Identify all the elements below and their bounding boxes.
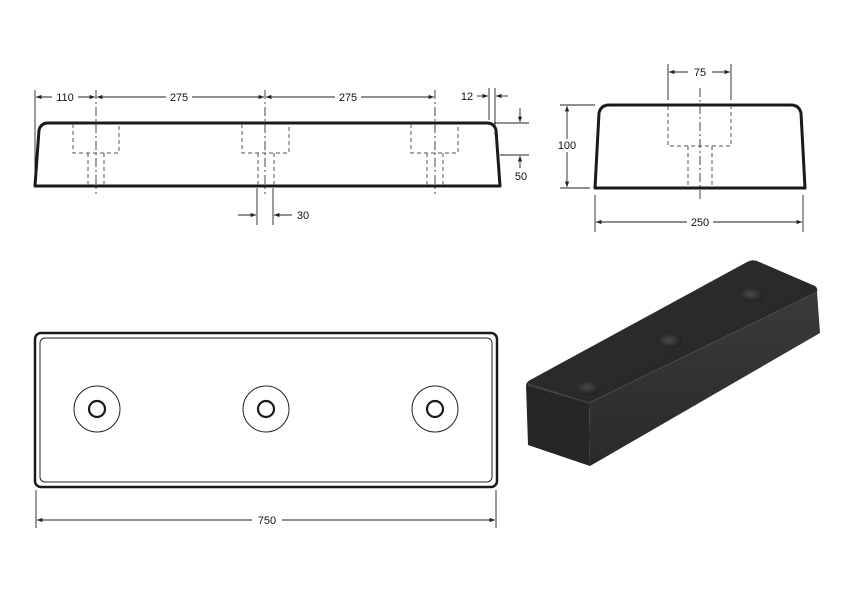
front-hole-1 — [72, 90, 120, 194]
front-view: 110 275 275 12 50 30 — [33, 88, 529, 225]
top-hole-2 — [242, 385, 290, 433]
isometric-view — [526, 260, 820, 466]
top-view-outer-outline — [33, 331, 499, 489]
dim-label-275-right: 275 — [339, 92, 357, 104]
front-hole-2 — [241, 90, 290, 194]
dim-label-75: 75 — [694, 67, 706, 79]
iso-hole-3 — [740, 288, 764, 302]
dim-100: 100 — [556, 104, 595, 189]
dim-750: 750 — [35, 490, 497, 528]
front-hole-3 — [410, 90, 459, 194]
top-view: 750 — [33, 331, 499, 528]
dim-50: 50 — [494, 108, 529, 183]
dim-label-110: 110 — [56, 92, 74, 104]
dim-label-750: 750 — [258, 515, 276, 527]
side-view-outline — [593, 103, 807, 190]
dim-12: 12 — [461, 91, 508, 103]
dim-275-right: 275 — [266, 90, 434, 104]
dim-275-left: 275 — [96, 90, 264, 104]
top-hole-1 — [73, 385, 121, 433]
dim-30: 30 — [238, 188, 309, 225]
front-view-outline — [33, 121, 502, 188]
dim-110: 110 — [36, 90, 96, 104]
dim-label-275-left: 275 — [170, 92, 188, 104]
dim-250: 250 — [594, 195, 804, 232]
top-view-inner-outline — [39, 337, 493, 483]
dim-label-30: 30 — [297, 210, 309, 222]
dim-label-100: 100 — [558, 140, 576, 152]
dim-label-50: 50 — [515, 171, 527, 183]
side-view: 75 100 250 — [556, 64, 807, 232]
top-hole-3 — [411, 385, 459, 433]
iso-hole-1 — [576, 381, 600, 395]
dim-label-12: 12 — [461, 91, 473, 103]
iso-hole-2 — [658, 334, 682, 348]
dim-label-250: 250 — [691, 217, 709, 229]
dim-75: 75 — [667, 64, 732, 100]
